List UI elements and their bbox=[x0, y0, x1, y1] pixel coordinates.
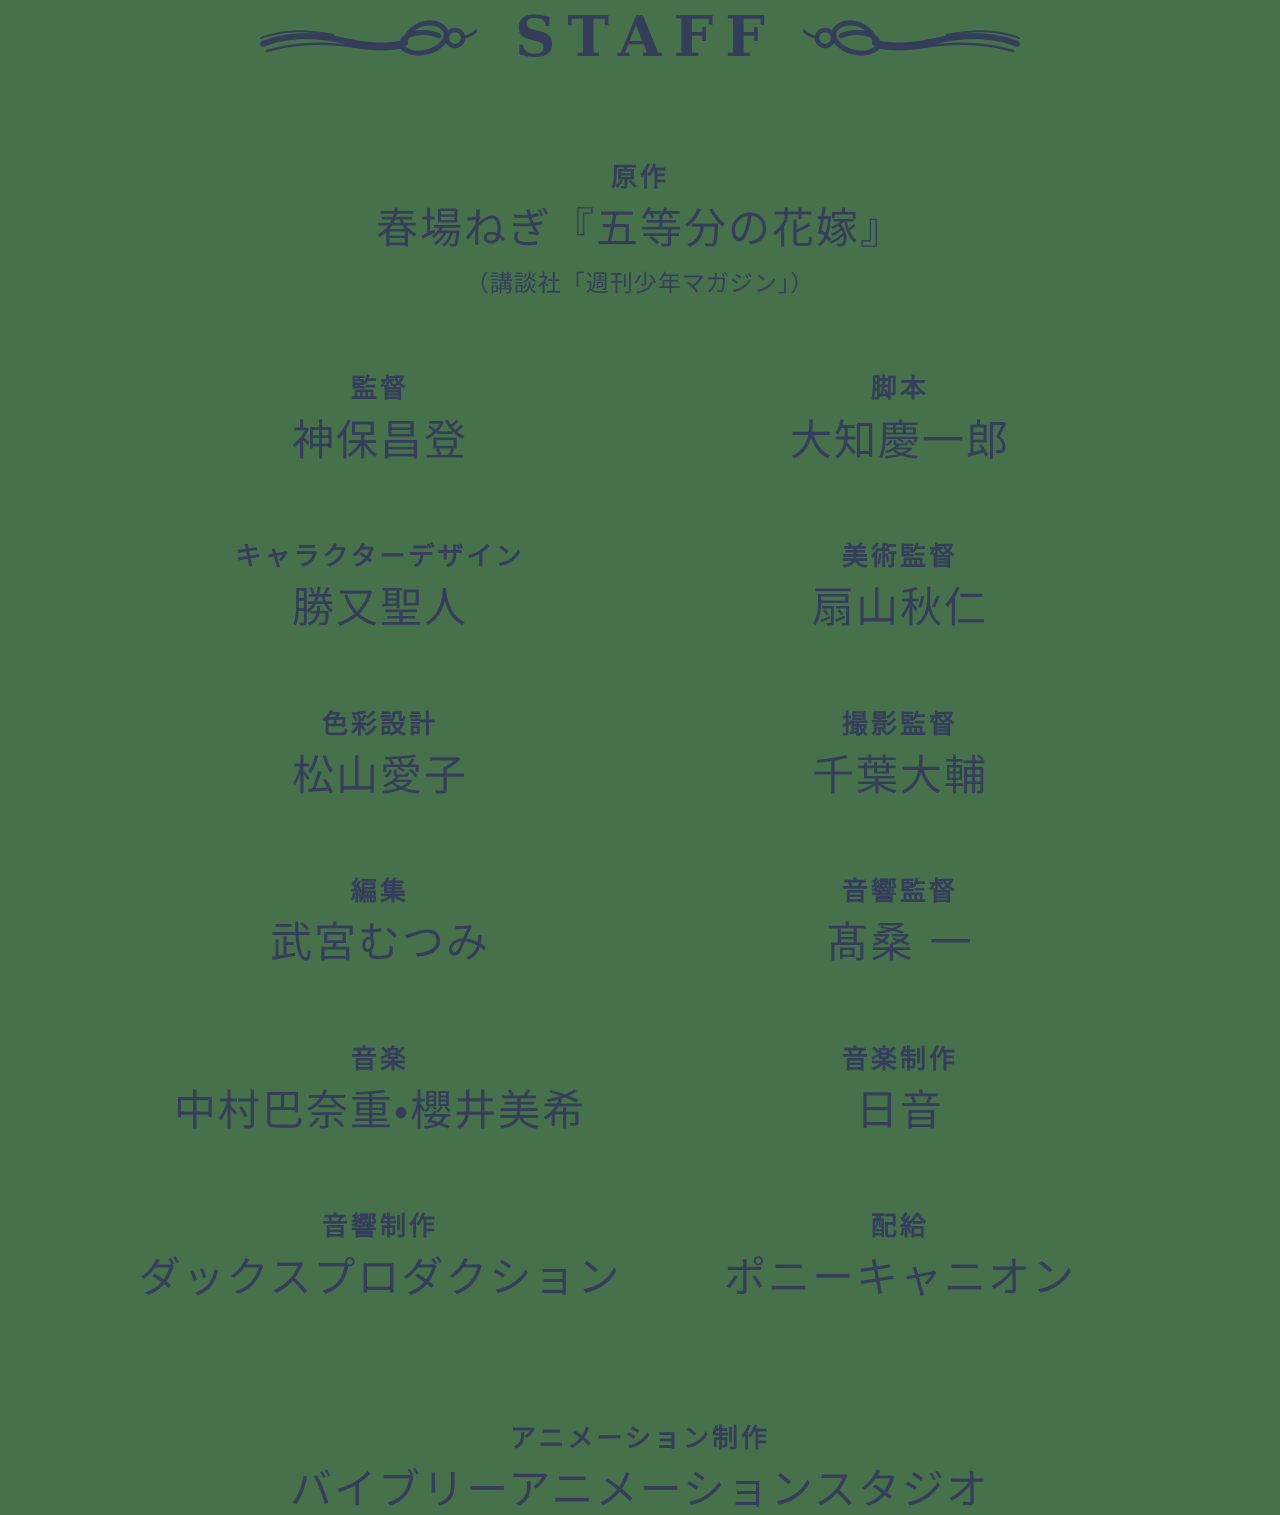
credit-role-label: 編集 bbox=[350, 877, 409, 908]
credit-entry-photography-director: 撮影監督 千葉大輔 bbox=[640, 710, 1160, 802]
credit-name: 千葉大輔 bbox=[811, 750, 988, 800]
flourish-left-icon bbox=[259, 19, 477, 56]
credit-role-label: 美術監督 bbox=[841, 541, 958, 572]
credit-name: 武宮むつみ bbox=[269, 918, 490, 968]
credit-name: 神保昌登 bbox=[291, 415, 468, 465]
credit-name: 春場ねぎ『五等分の花嫁』 bbox=[375, 204, 904, 254]
credit-name: バイブリーアニメーションスタジオ bbox=[290, 1465, 990, 1515]
credit-name: ダックスプロダクション bbox=[138, 1253, 622, 1303]
credit-entry-distribution: 配給 ポニーキャニオン bbox=[640, 1212, 1160, 1304]
credit-role-label: 音楽 bbox=[350, 1044, 409, 1075]
credit-role-label: 撮影監督 bbox=[841, 709, 958, 740]
credit-entry-music-production: 音楽制作 日音 bbox=[640, 1045, 1160, 1137]
page-title: STAFF bbox=[514, 4, 777, 70]
credit-role-label: アニメーション制作 bbox=[510, 1423, 770, 1454]
credit-entry-character-design: キャラクターデザイン 勝又聖人 bbox=[120, 542, 640, 634]
flourish-right-icon bbox=[803, 19, 1020, 56]
credit-entry-editing: 編集 武宮むつみ bbox=[120, 877, 640, 969]
credit-role-label: 色彩設計 bbox=[321, 709, 438, 740]
credit-name: 松山愛子 bbox=[291, 750, 468, 800]
credit-name: 大知慶一郎 bbox=[789, 415, 1010, 465]
credit-entry-director: 監督 神保昌登 bbox=[120, 374, 640, 466]
credit-name: 日音 bbox=[855, 1085, 944, 1135]
credit-role-label: 監督 bbox=[350, 374, 409, 405]
credit-entry-sound-director: 音響監督 髙桑 一 bbox=[640, 877, 1160, 969]
credit-role-label: 配給 bbox=[870, 1212, 929, 1243]
credit-name: ポニーキャニオン bbox=[723, 1253, 1076, 1303]
credit-role-label: キャラクターデザイン bbox=[235, 541, 525, 572]
credit-entry-art-director: 美術監督 扇山秋仁 bbox=[640, 542, 1160, 634]
credit-name: 中村巴奈重・櫻井美希 bbox=[173, 1085, 587, 1135]
credit-entry-animation-production: アニメーション制作 バイブリーアニメーションスタジオ bbox=[0, 1424, 1280, 1515]
credit-name: 勝又聖人 bbox=[291, 583, 468, 633]
credit-role-label: 脚本 bbox=[870, 374, 929, 405]
credit-name: 髙桑 一 bbox=[826, 918, 974, 968]
credit-entry-color-design: 色彩設計 松山愛子 bbox=[120, 710, 640, 802]
credit-entry-sound-production: 音響制作 ダックスプロダクション bbox=[120, 1212, 640, 1304]
credit-role-label: 音楽制作 bbox=[841, 1044, 958, 1075]
credit-role-label: 音響監督 bbox=[841, 877, 958, 908]
credit-entry-original-work: 原作 春場ねぎ『五等分の花嫁』 （講談社「週刊少年マガジン」） bbox=[0, 163, 1280, 298]
credit-role-label: 原作 bbox=[610, 163, 669, 194]
credit-role-label: 音響制作 bbox=[321, 1212, 438, 1243]
credit-name: 扇山秋仁 bbox=[811, 583, 988, 633]
credit-publisher-note: （講談社「週刊少年マガジン」） bbox=[465, 270, 815, 297]
credit-entry-music: 音楽 中村巴奈重・櫻井美希 bbox=[120, 1045, 640, 1137]
credits-grid: 監督 神保昌登 脚本 大知慶一郎 キャラクターデザイン 勝又聖人 美術監督 扇山… bbox=[120, 374, 1160, 1303]
credit-entry-script: 脚本 大知慶一郎 bbox=[640, 374, 1160, 466]
staff-header: STAFF bbox=[0, 0, 1280, 71]
